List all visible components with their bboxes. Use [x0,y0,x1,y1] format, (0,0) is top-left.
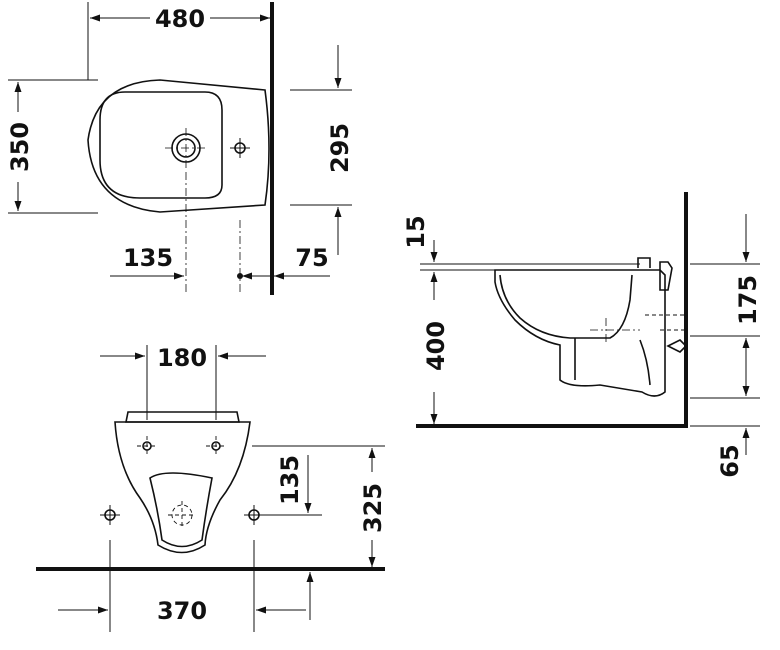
wall-fixing-detail [666,339,688,353]
dimension-350: 350 [6,79,98,214]
dim-label-350: 350 [6,122,34,172]
dimension-65: 65 [716,428,750,478]
fixing-hole-icon [230,138,250,158]
dim-label-480: 480 [155,5,205,33]
dimension-325: 325 [252,445,387,567]
top-view: 480 350 295 135 [6,2,354,295]
dim-label-180: 180 [157,344,207,372]
dimension-295: 295 [290,45,354,255]
dimension-75: 75 [274,244,330,280]
dim-label-135-top: 135 [123,244,173,272]
bidet-outline-front [114,421,251,554]
bolt-hole-icon [100,505,120,525]
front-view: 180 135 325 370 [36,344,387,632]
side-view: 15 400 175 65 [402,192,762,478]
dim-label-370: 370 [157,597,207,625]
fixing-hole-icon [137,436,157,456]
bidet-outline-side [494,269,666,397]
bolt-hole-icon [244,505,264,525]
dimension-480: 480 [87,2,270,80]
dimension-15: 15 [402,215,438,262]
dimension-180: 180 [100,344,266,420]
dimension-400: 400 [422,272,450,424]
bowl-outline-top [99,91,223,199]
dimension-135-front: 135 [262,445,322,516]
dimension-370: 370 [58,540,314,632]
tap-hole-icon [165,128,207,170]
dim-label-75: 75 [295,244,328,272]
dimension-175: 175 [734,214,762,396]
dim-label-175: 175 [734,275,762,325]
fixing-hole-icon [206,436,226,456]
bowl-outline-side [499,274,633,339]
dim-label-65: 65 [716,444,744,477]
dimension-135-top: 135 [110,172,272,295]
trap-outline-side [574,338,651,386]
dim-label-295: 295 [326,123,354,173]
dim-label-15: 15 [402,215,430,248]
dim-label-135-front: 135 [276,455,304,505]
dim-label-400: 400 [422,321,450,371]
waste-hole-icon [168,501,196,529]
trap-outline-front [149,472,213,548]
tap-body-icon [637,257,673,291]
dim-label-325: 325 [359,483,387,533]
rim-outline-front [125,411,240,423]
